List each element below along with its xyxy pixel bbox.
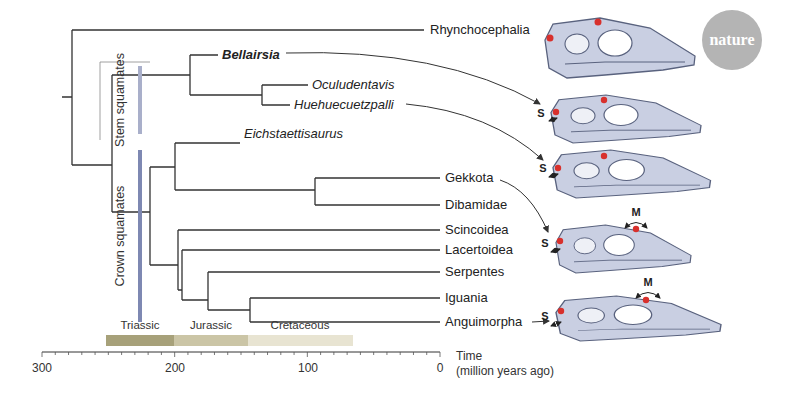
axis-number: 100 [298, 362, 318, 376]
period-label: Jurassic [190, 319, 232, 332]
leader-arrows [286, 53, 549, 322]
skull-letter: S [541, 237, 548, 250]
axis-number: 300 [32, 362, 52, 376]
taxon-label: Oculudentavis [312, 78, 394, 93]
taxon-label: Gekkota [445, 171, 493, 186]
taxon-label: Iguania [445, 291, 488, 306]
taxon-label: Eichstaettisaurus [244, 127, 343, 142]
taxon-label: Bellairsia [222, 48, 280, 63]
taxon-label: Lacertoidea [445, 243, 513, 258]
axis-number: 200 [165, 362, 185, 376]
taxon-label: Dibamidae [445, 198, 507, 213]
time-axis [42, 335, 440, 357]
taxon-label: Anguimorpha [445, 315, 522, 330]
skull-letter: S [539, 162, 546, 175]
axis-number: 0 [437, 362, 444, 376]
tree-branches [62, 30, 440, 322]
taxon-label: Serpentes [445, 265, 504, 280]
period-label: Triassic [120, 319, 159, 332]
taxon-label: Huehuecuetzpalli [294, 98, 394, 113]
taxon-label: Rhynchocephalia [430, 23, 530, 38]
taxon-label: Scincoidea [445, 223, 509, 238]
skull-letter: M [643, 276, 652, 289]
logo-text: nature [709, 31, 754, 49]
period-label: Cretaceous [271, 319, 330, 332]
skull-letter: M [631, 206, 640, 219]
axis-title: (million years ago) [456, 365, 554, 379]
clade-label: Crown squamates [113, 186, 127, 287]
clade-label: Stem squamates [113, 53, 127, 147]
skull-illustrations [545, 18, 721, 341]
skull-letter: S [537, 107, 544, 120]
skull-letter: S [541, 310, 548, 323]
journal-logo: nature [702, 10, 762, 70]
axis-title: Time [456, 350, 482, 364]
